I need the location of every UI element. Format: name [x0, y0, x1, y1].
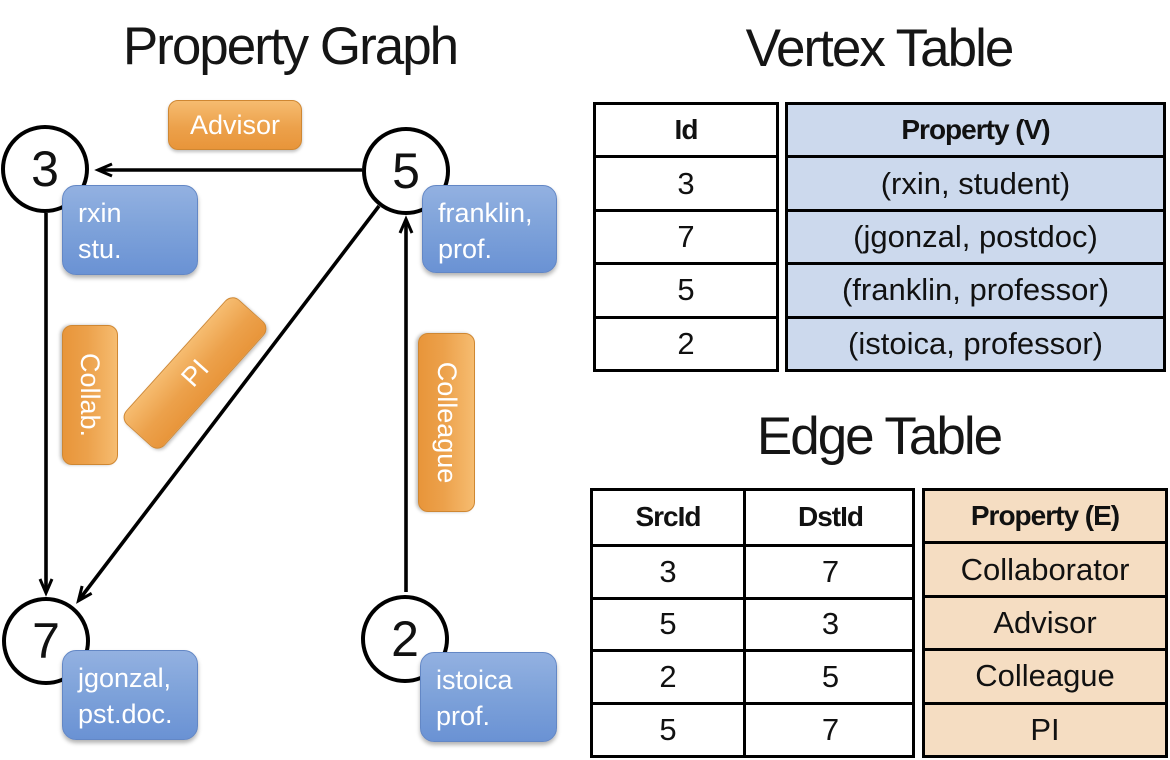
edge-label-advisor: Advisor [168, 100, 302, 150]
graph-node-2: 2 [361, 595, 449, 683]
edge-table-title: Edge Table [756, 407, 1003, 466]
vertex-table-property-cell: (istoica, professor) [788, 315, 1163, 369]
vertex-table-id-column: Id 3 7 5 2 [593, 102, 779, 372]
edge-table-dstid-cell: 5 [743, 649, 915, 703]
vertex-table-id-cell: 3 [596, 155, 776, 208]
edge-5-to-7 [76, 204, 381, 604]
edge-table-property-cell: Collaborator [925, 541, 1165, 594]
edge-table-srcid-cell: 2 [593, 649, 743, 702]
edge-table-property-column: Property (E) Collaborator Advisor Collea… [922, 488, 1168, 758]
vertex-label-line2: pst.doc. [78, 699, 173, 729]
node-id: 2 [391, 611, 419, 667]
vertex-label-franklin: franklin, prof. [422, 185, 557, 273]
vertex-label-line2: stu. [78, 234, 122, 264]
vertex-label-rxin: rxin stu. [62, 185, 198, 275]
edge-table-header-dstid: DstId [743, 491, 915, 544]
vertex-label-line1: rxin [78, 198, 122, 228]
vertex-label-istoica: istoica prof. [420, 652, 557, 742]
node-id: 5 [392, 143, 420, 199]
vertex-table-property-column: Property (V) (rxin, student) (jgonzal, p… [785, 102, 1166, 372]
vertex-label-line2: prof. [436, 701, 491, 731]
vertex-table-id-cell: 5 [596, 262, 776, 315]
vertex-table-id-cell: 7 [596, 208, 776, 262]
vertex-table-title: Vertex Table [745, 19, 1015, 78]
edge-table-id-columns: SrcId DstId 3 7 5 3 2 5 5 7 [590, 488, 915, 758]
vertex-label-jgonzal: jgonzal, pst.doc. [62, 650, 198, 740]
edge-table-dstid-cell: 3 [743, 596, 915, 650]
edge-table-dstid-cell: 7 [743, 543, 915, 597]
edge-table-header-srcid: SrcId [635, 501, 701, 533]
vertex-label-line1: istoica [436, 665, 513, 695]
edge-label-collab: Collab. [62, 325, 118, 465]
node-id: 7 [32, 613, 60, 669]
vertex-table-header-id: Id [674, 114, 699, 146]
vertex-table-id-cell: 2 [596, 315, 776, 369]
edge-table-property-cell: Advisor [925, 594, 1165, 648]
edge-table-srcid-cell: 5 [593, 702, 743, 755]
edge-label-colleague: Colleague [418, 333, 475, 512]
edge-table-header-property: Property (E) [970, 500, 1120, 532]
vertex-label-line1: jgonzal, [78, 663, 172, 693]
graph-edges-canvas [38, 162, 414, 604]
vertex-table-property-cell: (rxin, student) [788, 155, 1163, 208]
node-id: 3 [31, 141, 59, 197]
vertex-table-header-property: Property (V) [901, 114, 1050, 146]
edge-table-dstid-cell: 7 [743, 702, 915, 755]
edge-table-property-cell: Colleague [925, 648, 1165, 701]
vertex-table-property-cell: (franklin, professor) [788, 262, 1163, 315]
edge-table-property-cell: PI [925, 701, 1165, 755]
vertex-table-property-cell: (jgonzal, postdoc) [788, 208, 1163, 262]
vertex-label-line1: franklin, [438, 198, 533, 228]
vertex-label-line2: prof. [438, 234, 493, 264]
edge-table-srcid-cell: 3 [593, 543, 743, 597]
property-graph-title: Property Graph [122, 17, 459, 76]
graph-node-5: 5 [362, 127, 450, 215]
edge-table-srcid-cell: 5 [593, 596, 743, 650]
